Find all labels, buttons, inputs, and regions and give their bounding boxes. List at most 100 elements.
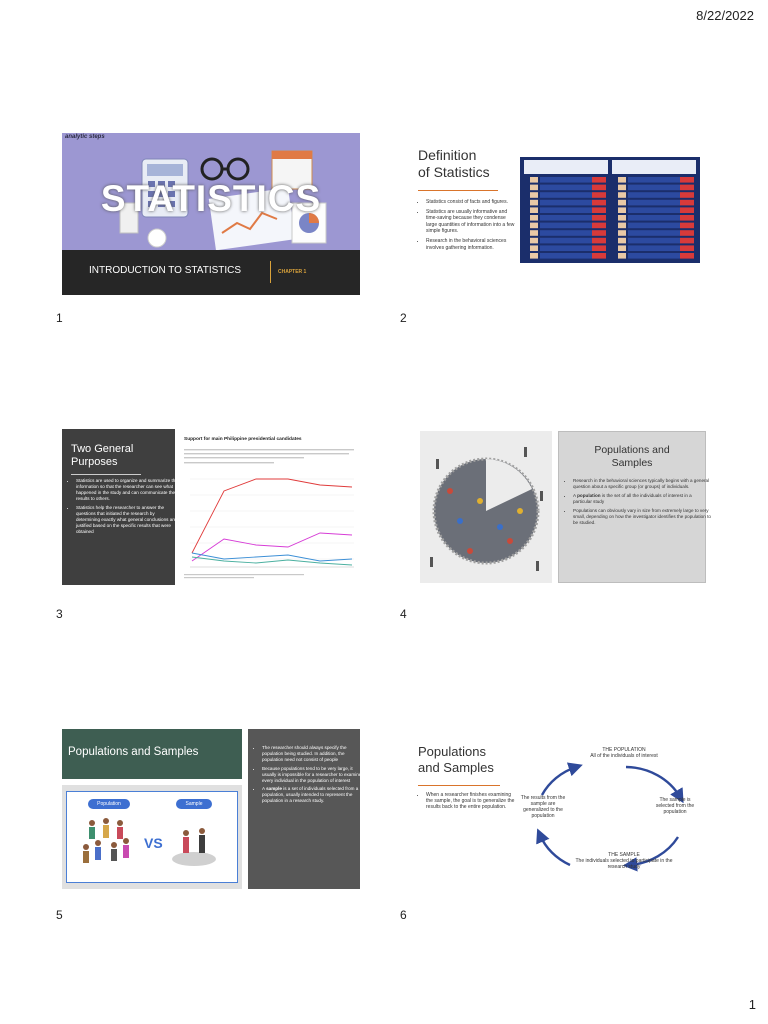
survey-row-photo <box>530 215 538 221</box>
slide-number: 1 <box>56 311 63 325</box>
survey-row <box>540 215 592 221</box>
divider <box>270 261 271 283</box>
vs-label: VS <box>144 835 163 851</box>
sample-label: Sample <box>176 799 212 809</box>
list-item: Statistics are used to organize and summ… <box>76 478 178 502</box>
survey-row <box>540 230 592 236</box>
survey-row-value <box>680 177 694 183</box>
slide-2-bullets: Statistics consist of facts and figures.… <box>416 199 518 254</box>
survey-row <box>540 207 592 213</box>
survey-row-photo <box>530 207 538 213</box>
slide-5-header: Populations and Samples <box>62 729 242 779</box>
candidate-support-chart: Support for main Philippine presidential… <box>184 437 360 585</box>
survey-row-photo <box>530 184 538 191</box>
slide-5-thumbnail: Populations and Samples Population Sampl… <box>62 729 360 891</box>
slide-4-bullets: Research in the behavioral sciences typi… <box>563 478 711 529</box>
slide-6-thumbnail: Populations and Samples When a researche… <box>414 737 712 899</box>
slide-6-bullets: When a researcher finishes examining the… <box>416 792 516 811</box>
survey-row <box>628 207 680 213</box>
list-item: Because populations tend to be very larg… <box>262 766 360 784</box>
chapter-label: CHAPTER 1 <box>278 269 307 275</box>
survey-row-photo <box>530 253 538 259</box>
survey-row-value <box>592 215 606 221</box>
list-item: Statistics help the researcher to answer… <box>76 505 178 535</box>
title-underline <box>71 474 141 475</box>
desk-illustration-icon <box>119 150 327 250</box>
statistics-banner-image: analytic steps STATISTICS <box>62 133 360 250</box>
survey-row <box>628 237 680 244</box>
survey-row <box>540 237 592 244</box>
population-sample-cycle-diagram <box>536 762 684 872</box>
arrow-top-icon <box>540 762 583 796</box>
slide-3-thumbnail: Two General Purposes Statistics are used… <box>62 429 360 591</box>
crowd-pie-icon <box>430 447 543 571</box>
survey-row-value <box>680 215 694 221</box>
slide-5-bullets: The researcher should always specify the… <box>254 745 360 807</box>
slide-number: 5 <box>56 908 63 922</box>
survey-row-photo <box>530 199 538 206</box>
survey-results-image <box>520 157 700 272</box>
slide-5-title: Populations and Samples <box>68 746 199 758</box>
print-date: 8/22/2022 <box>696 8 754 23</box>
survey-row-photo <box>618 222 626 229</box>
list-item: The researcher should always specify the… <box>262 745 360 763</box>
list-item: Statistics are usually informative and t… <box>426 209 518 235</box>
survey-row-photo <box>530 222 538 229</box>
survey-row <box>540 245 592 251</box>
brand-logo: analytic steps <box>65 134 105 140</box>
survey-row <box>628 215 680 221</box>
survey-row <box>628 230 680 236</box>
slide-number: 4 <box>400 607 407 621</box>
survey-row-photo <box>618 199 626 206</box>
survey-row-value <box>680 222 694 229</box>
page-number: 1 <box>748 997 756 1012</box>
list-item: A sample is a set of individuals selecte… <box>262 786 360 804</box>
arrow-right-down-icon <box>625 765 684 804</box>
survey-row-value <box>680 207 694 213</box>
survey-row-value <box>680 245 694 251</box>
survey-row-photo <box>530 192 538 198</box>
survey-row-value <box>592 177 606 183</box>
survey-row <box>540 199 592 206</box>
survey-row-photo <box>618 245 626 251</box>
slide-5-text-panel: The researcher should always specify the… <box>248 729 360 889</box>
slide-3-bullets: Statistics are used to organize and summ… <box>66 478 178 538</box>
survey-row-photo <box>618 253 626 259</box>
survey-row-photo <box>530 177 538 183</box>
population-label: Population <box>88 799 130 809</box>
survey-row <box>540 253 592 259</box>
cycle-sample-node: THE SAMPLE The individuals selected to p… <box>575 852 673 870</box>
survey-row-photo <box>530 230 538 236</box>
survey-row <box>628 222 680 229</box>
survey-row-value <box>680 230 694 236</box>
cycle-right-text: The sample is selected from the populati… <box>655 797 695 815</box>
survey-row-value <box>680 199 694 206</box>
arrow-left-up-icon <box>536 828 571 867</box>
list-item: Research in the behavioral sciences invo… <box>426 238 518 251</box>
people-figures-icon <box>83 818 216 866</box>
survey-row-value <box>592 184 606 191</box>
survey-row-value <box>592 230 606 236</box>
slide-number: 3 <box>56 607 63 621</box>
survey-row-value <box>680 253 694 259</box>
survey-row-photo <box>618 237 626 244</box>
survey-row-photo <box>530 237 538 244</box>
slide-1-big-title: STATISTICS <box>100 178 322 219</box>
survey-row-value <box>592 207 606 213</box>
survey-graphic-icon <box>520 157 700 272</box>
cycle-left-text: The results from the sample are generali… <box>520 795 566 819</box>
survey-row-photo <box>618 177 626 183</box>
slide-4-thumbnail: Populations and Samples Research in the … <box>414 429 712 591</box>
survey-row-value <box>592 253 606 259</box>
arrow-bottom-icon <box>622 836 680 872</box>
survey-row-value <box>680 192 694 198</box>
slide-6-title: Populations and Samples <box>418 744 494 775</box>
survey-row <box>540 184 592 191</box>
survey-row <box>628 192 680 198</box>
survey-row-photo <box>618 184 626 191</box>
survey-row <box>540 177 592 183</box>
list-item: Statistics consist of facts and figures. <box>426 199 518 206</box>
list-item: When a researcher finishes examining the… <box>426 792 516 811</box>
survey-row-value <box>592 237 606 244</box>
slide-4-title: Populations and Samples <box>594 444 670 469</box>
